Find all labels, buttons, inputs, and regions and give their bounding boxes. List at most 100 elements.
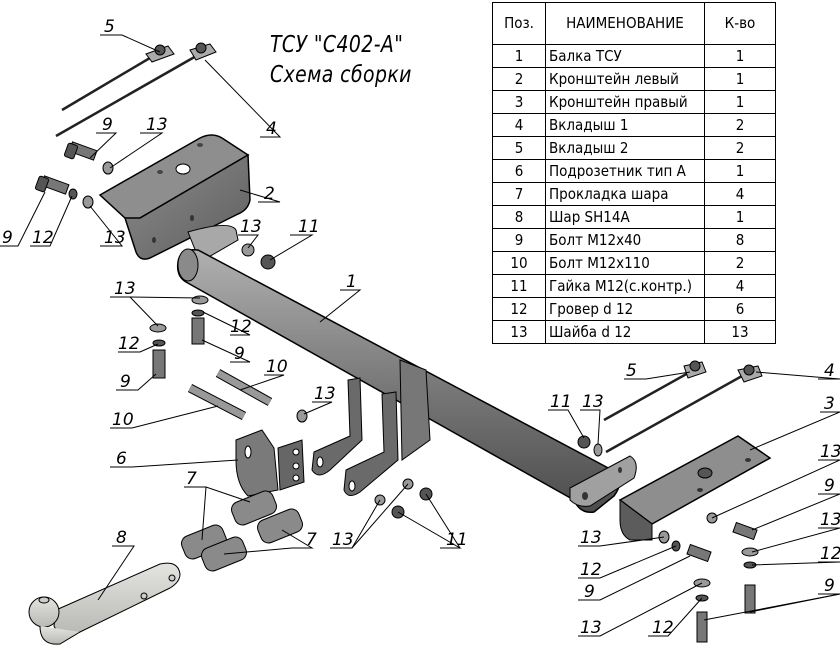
bolt-9-h [696,611,708,643]
row-pos: 7 [492,182,546,206]
row-name: Гровер d 12 [545,297,705,321]
callout-label-12: 12 [32,228,54,248]
callout-label-13: 13 [114,279,136,299]
row-name: Шайба d 12 [545,320,705,344]
row-qty: 1 [704,67,776,91]
callout-label-9: 9 [102,115,113,135]
bolt-10-a [215,369,273,406]
callout-label-13: 13 [104,228,126,248]
washer-13-b [82,195,94,209]
callout-label-4: 4 [824,361,835,381]
insert-4-left [55,42,217,138]
callout-label-12: 12 [580,560,602,580]
callout-label-2: 2 [264,184,275,204]
callout-label-9: 9 [120,372,131,392]
bolt-9-e [686,543,712,563]
row-name: Болт М12х40 [545,228,705,252]
callout-label-1: 1 [346,272,357,292]
callout-label-13: 13 [582,392,604,412]
row-qty: 2 [704,113,776,137]
insert-5-right [603,360,707,422]
callout-label-13: 13 [240,217,262,237]
socket-plate-6 [235,429,305,497]
header-qty: К-во [704,2,776,45]
callout-label-13: 13 [580,528,602,548]
callout-label-11: 11 [446,530,468,550]
row-pos: 4 [492,113,546,137]
bolt-9-a [63,141,98,161]
row-pos: 5 [492,136,546,160]
callout-label-9: 9 [824,576,835,596]
nut-11-d [577,435,591,449]
callout-label-13: 13 [314,384,336,404]
spacers-7 [181,490,303,572]
washer-13-a [102,161,114,175]
row-pos: 13 [492,320,546,344]
callout-label-13: 13 [332,530,354,550]
title-line-1: ТСУ "С402-А" [270,32,404,58]
bolt-9-c [191,317,205,345]
bracket-3-right [618,435,772,541]
bolt-9-b [34,175,70,195]
row-name: Вкладыш 2 [545,136,705,160]
header-pos: Поз. [492,2,546,45]
callout-label-10: 10 [266,357,288,377]
washer-13-d [191,295,209,305]
nut-11-a [260,254,276,270]
washer-13-e [149,323,167,333]
beam-side-plates [311,359,431,496]
callout-label-6: 6 [116,449,127,469]
callout-label-12: 12 [230,317,252,337]
row-pos: 11 [492,274,546,298]
leader-lines [0,34,840,637]
callout-label-10: 10 [112,410,134,430]
row-qty: 13 [704,320,776,344]
washer-13-f [296,409,308,423]
insert-5-left [61,44,175,112]
callout-label-8: 8 [116,528,127,548]
callout-label-9: 9 [584,582,595,602]
callout-label-13: 13 [146,115,168,135]
bolt-9-d [152,349,166,379]
callout-label-11: 11 [298,217,320,237]
washer-13-l [741,547,759,557]
callout-label-7: 7 [186,469,197,489]
callout-label-7: 7 [306,530,317,550]
bolt-9-f [732,521,758,541]
washer-13-i [593,443,603,457]
row-name: Вкладыш 1 [545,113,705,137]
callout-label-13: 13 [820,510,840,530]
spring-washer-12-a [68,188,78,200]
insert-4-right [605,364,763,454]
table-header-row: Поз. НАИМЕНОВАНИЕ К-во [492,2,776,45]
callout-label-5: 5 [104,17,115,37]
callout-label-9: 9 [2,228,13,248]
row-name: Шар SH14A [545,205,705,229]
callout-label-9: 9 [824,476,835,496]
washer-13-c [241,243,255,257]
tow-beam-1 [176,225,637,513]
callout-label-13: 13 [820,442,840,462]
callout-label-3: 3 [824,394,835,414]
row-name: Прокладка шара [545,182,705,206]
row-pos: 10 [492,251,546,275]
callout-label-13: 13 [580,618,602,638]
bolt-9-g [744,584,756,614]
callout-label-12: 12 [652,618,674,638]
row-qty: 1 [704,44,776,68]
bracket-2-left [98,134,251,260]
title-line-2: Схема сборки [270,62,412,88]
